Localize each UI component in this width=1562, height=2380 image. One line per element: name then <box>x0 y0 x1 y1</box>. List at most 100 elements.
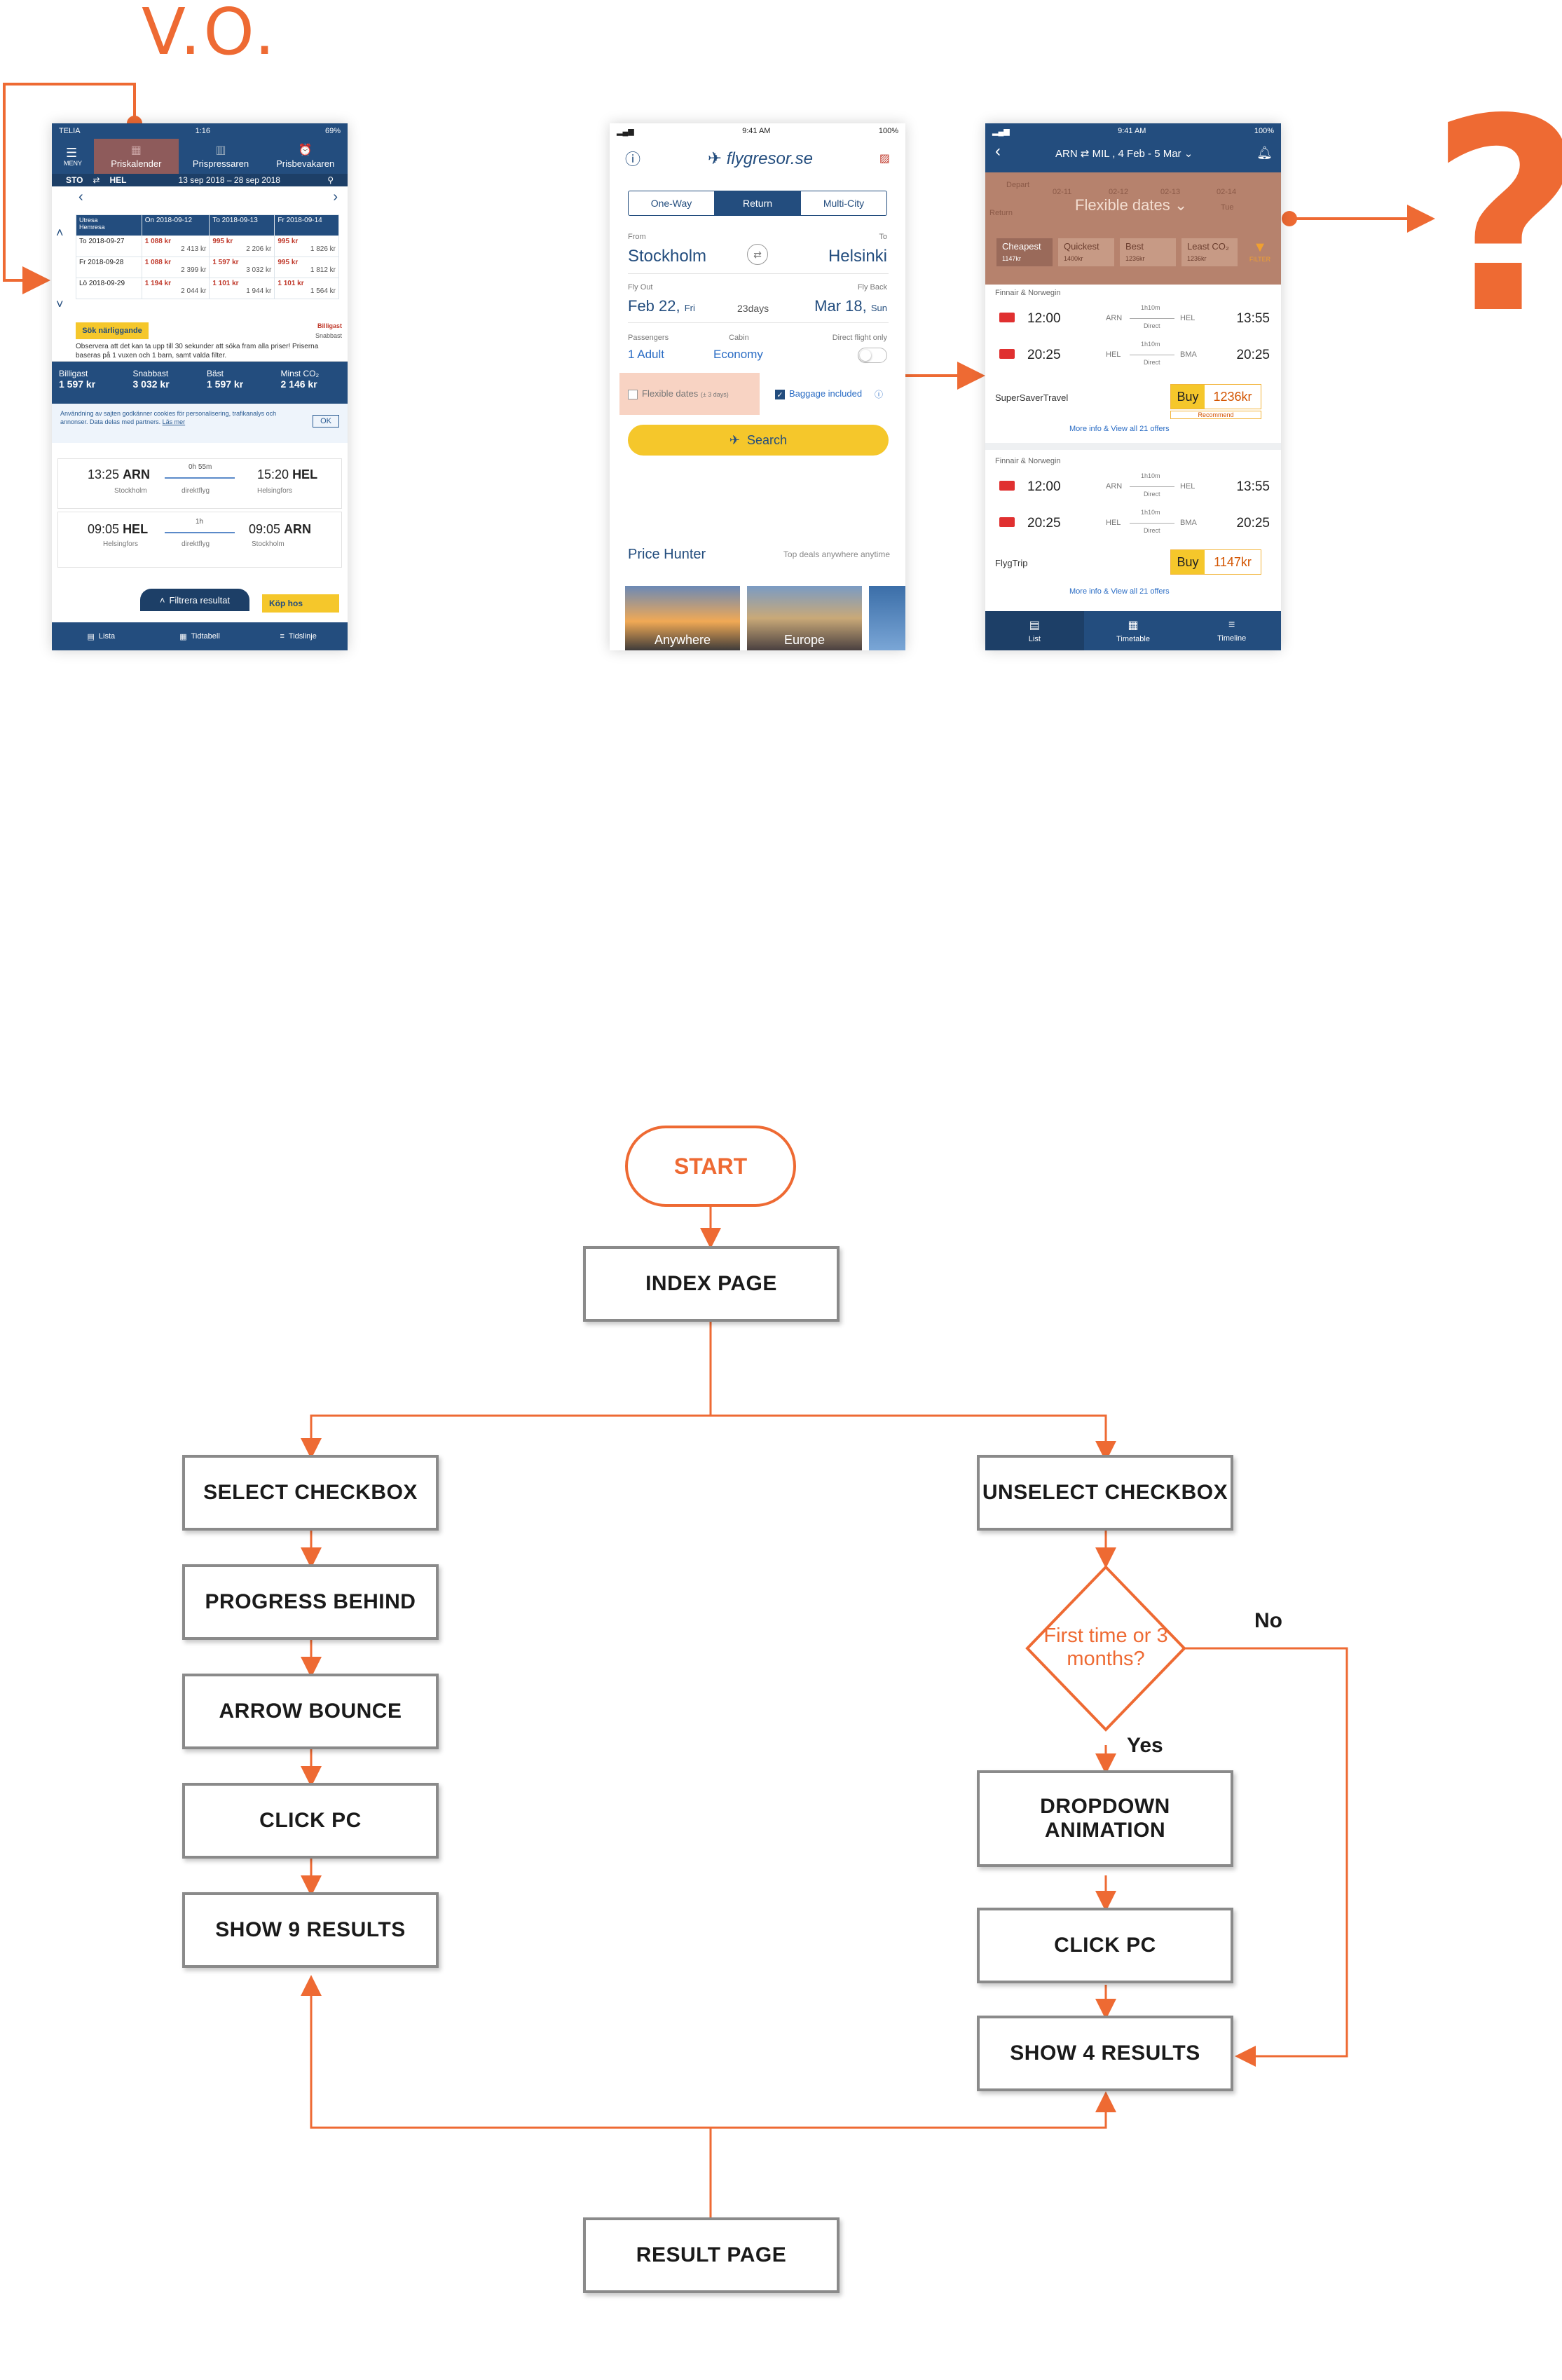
fly-out-date[interactable]: Feb 22, Fri <box>628 297 695 315</box>
chevron-up-icon[interactable]: ˄ <box>56 226 64 240</box>
cookie-link[interactable]: Läs mer <box>162 418 186 425</box>
more-offers-link[interactable]: More info & View all 21 offers <box>1069 425 1170 433</box>
flight-card[interactable]: 09:05 HEL Helsingfors 1h direktflyg 09:0… <box>57 512 342 568</box>
deal-card-europe[interactable]: Europe <box>747 586 862 650</box>
flight-leg: 12:00 ARN 1h10m Direct HEL 13:55 <box>994 472 1273 503</box>
deal-card-next[interactable] <box>869 586 905 650</box>
arr-city: Helsingfors <box>257 487 293 495</box>
carrier: TELIA <box>59 127 81 135</box>
flight-card[interactable]: 13:25 ARN Stockholm 0h 55m direktflyg 15… <box>57 458 342 509</box>
nav-list[interactable]: ▤Lista <box>87 632 116 641</box>
result-card[interactable]: Finnair & Norwegin 12:00 ARN 1h10m Direc… <box>985 285 1281 450</box>
info-icon[interactable]: ⓘ <box>875 390 884 399</box>
fly-back-date[interactable]: Mar 18, Sun <box>814 297 887 315</box>
nav-list[interactable]: ▤List <box>985 611 1084 650</box>
row-label: Lö 2018-09-29 <box>76 278 142 299</box>
question-mark: ? <box>1430 84 1562 350</box>
swap-icon[interactable]: ⇄ <box>747 244 768 265</box>
chevron-right-icon[interactable]: › <box>333 189 338 205</box>
filter-button[interactable]: ▼FILTER <box>1245 238 1275 266</box>
airline-logo-icon <box>999 313 1015 322</box>
buy-at-button[interactable]: Köp hos <box>262 594 339 613</box>
baggage-checkbox[interactable]: ✓ <box>775 390 785 399</box>
calendar-icon: ▦ <box>130 144 142 156</box>
bell-icon[interactable]: 🔔︎ <box>1256 146 1273 160</box>
price-table: Utresa Hemresa On 2018-09-12 To 2018-09-… <box>76 214 339 299</box>
return-label: Return <box>989 209 1013 217</box>
flow-index-page: INDEX PAGE <box>583 1246 840 1322</box>
passengers-value[interactable]: 1 Adult <box>628 348 664 361</box>
flexible-dates-checkbox[interactable] <box>628 390 638 399</box>
deal-card-anywhere[interactable]: Anywhere <box>625 586 740 650</box>
flex-title[interactable]: Flexible dates ⌄ <box>1075 196 1188 214</box>
route-dates: 13 sep 2018 – 28 sep 2018 <box>178 175 280 185</box>
route-bar: STO ⇄ HEL 13 sep 2018 – 28 sep 2018 ⚲ <box>52 174 348 186</box>
list-icon: ▤ <box>1029 620 1040 631</box>
toggle-knob <box>860 350 871 361</box>
nav-timeline[interactable]: ≡Tidslinje <box>280 632 317 641</box>
flag-icon[interactable]: ▨ <box>879 153 890 165</box>
phone-search-page: ▂▄▆ 9:41 AM 100% ⓘ ✈ flygresor.se ▨ One-… <box>610 123 905 650</box>
search-button[interactable]: ✈ Search <box>628 425 889 456</box>
more-offers-link[interactable]: More info & View all 21 offers <box>1069 587 1170 596</box>
cookie-ok-button[interactable]: OK <box>313 415 339 428</box>
nav-timetable[interactable]: ▦Tidtabell <box>179 632 220 641</box>
chevron-down-icon[interactable]: ˅ <box>56 297 64 311</box>
tab-priskalender[interactable]: ▦ Priskalender <box>94 139 179 174</box>
corner-return: Hemresa <box>79 224 105 231</box>
from-city[interactable]: Stockholm <box>628 247 707 266</box>
flex-day: Tue <box>1221 203 1234 212</box>
filter-results-button[interactable]: ˄Filtrera resultat <box>140 589 249 611</box>
cabin-value[interactable]: Economy <box>713 348 763 361</box>
chevron-left-icon[interactable]: ‹ <box>78 189 83 205</box>
nav-timeline[interactable]: ≡Timeline <box>1217 619 1247 643</box>
price-table-header: Utresa Hemresa On 2018-09-12 To 2018-09-… <box>76 214 339 236</box>
tab-prisbevakaren[interactable]: ⏰ Prisbevakaren <box>276 144 335 169</box>
search-icon[interactable]: ⚲ <box>327 175 334 185</box>
tab-prispressaren[interactable]: ▥ Prispressaren <box>192 144 249 169</box>
trip-type-multicity[interactable]: Multi-City <box>823 198 865 209</box>
result-card[interactable]: Finnair & Norwegin 12:00 ARN 1h10m Direc… <box>985 453 1281 607</box>
trip-length: 23days <box>737 303 769 314</box>
airline-logo-icon <box>999 481 1015 491</box>
nav-timetable[interactable]: ▦Timetable <box>1116 620 1150 643</box>
arr-time: 09:05 <box>249 522 281 536</box>
p1-statusbar: TELIA 1:16 69% <box>52 123 348 139</box>
alarm-icon: ⏰ <box>298 144 313 156</box>
info-icon[interactable]: ⓘ <box>625 151 641 168</box>
flex-date: 02-11 <box>1053 188 1072 196</box>
flow-click-pc-right: CLICK PC <box>977 1908 1233 1983</box>
back-icon[interactable]: ‹ <box>995 142 1001 160</box>
cookie-banner: Användning av sajten godkänner cookies f… <box>52 404 348 443</box>
nearby-search-button[interactable]: Sök närliggande <box>76 322 149 339</box>
trip-type-oneway[interactable]: One-Way <box>629 191 715 215</box>
hamburger-icon: ☰ <box>66 146 78 160</box>
divider <box>628 273 889 274</box>
trip-type-return[interactable]: Return <box>715 191 801 215</box>
p3-statusbar: ▂▄▆ 9:41 AM 100% <box>985 123 1281 139</box>
direct-only-toggle[interactable] <box>858 348 887 363</box>
dep-code: HEL <box>123 522 149 536</box>
menu-button[interactable]: ☰ MENY <box>63 146 82 167</box>
to-city[interactable]: Helsinki <box>828 247 887 266</box>
col-header: To 2018-09-13 <box>209 214 275 236</box>
